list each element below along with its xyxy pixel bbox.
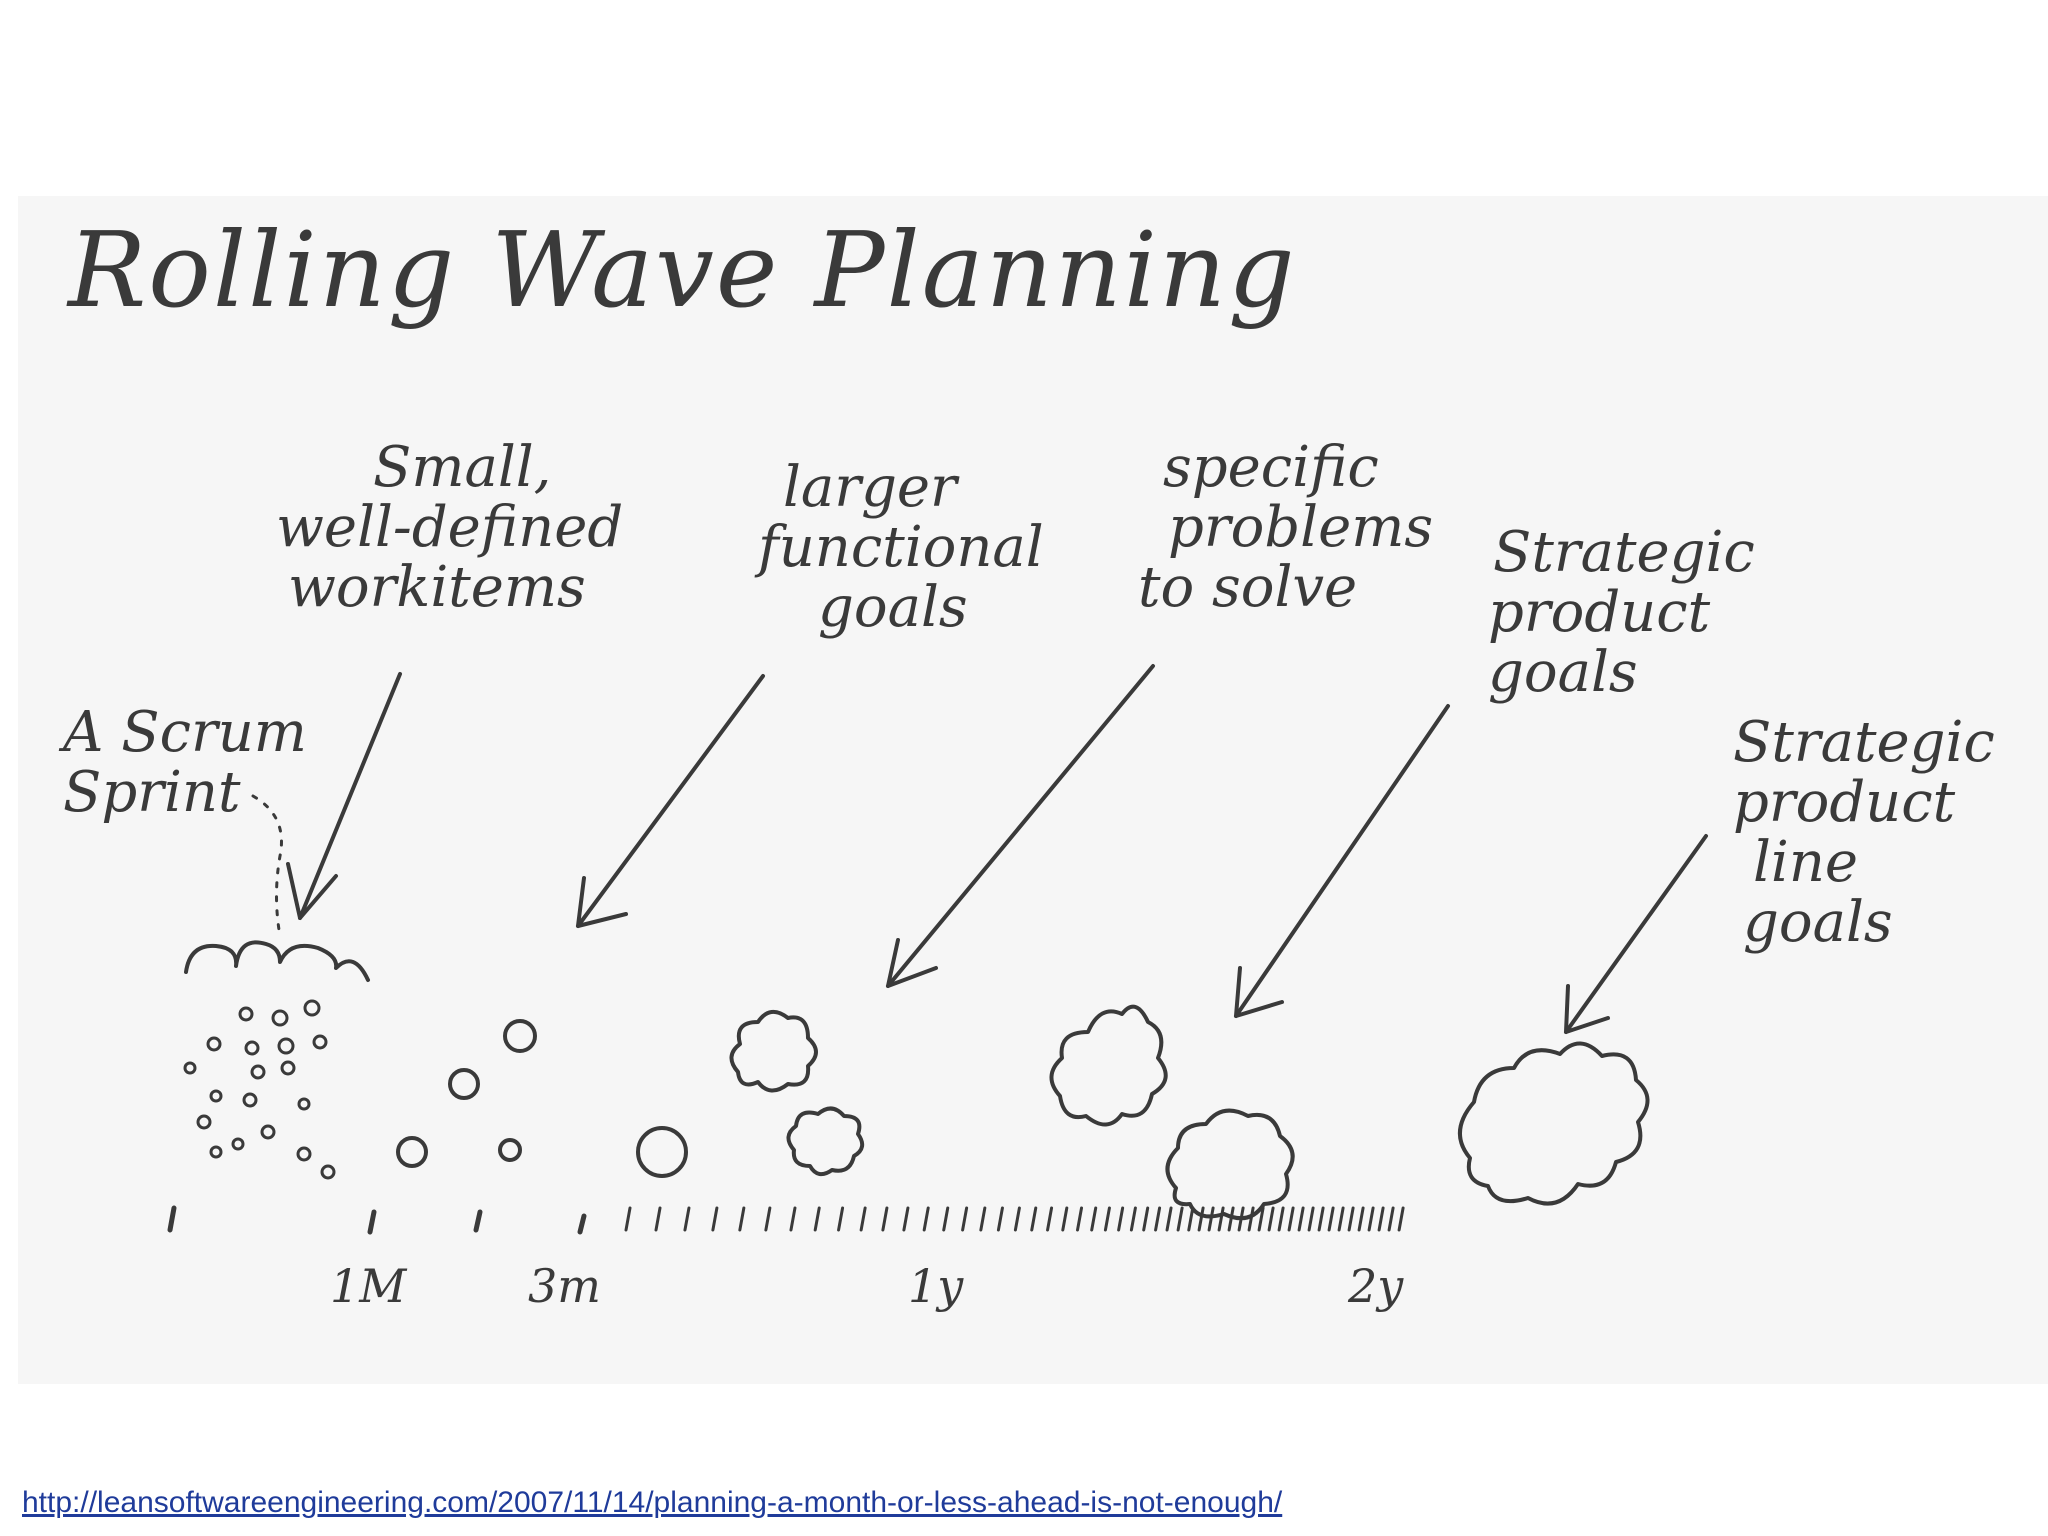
label-functional-goals: larger functional goals	[754, 455, 1062, 640]
timeline-tick	[1046, 1206, 1054, 1232]
timeline-tick	[624, 1206, 632, 1232]
timeline-tick	[1154, 1206, 1162, 1232]
timeline-tick	[1165, 1206, 1173, 1232]
timeline-tick	[1103, 1206, 1111, 1232]
timeline-tick	[942, 1206, 950, 1232]
small-items-group	[396, 1019, 537, 1168]
timeline-tick	[881, 1206, 889, 1232]
timeline-label-3m: 3m	[528, 1259, 601, 1313]
timeline-tick	[996, 1206, 1004, 1232]
timeline-tick	[1377, 1206, 1385, 1232]
timeline-tick	[1337, 1206, 1345, 1232]
timeline-tick	[1090, 1206, 1098, 1232]
timeline-tick	[1367, 1206, 1375, 1232]
timeline-tick	[1076, 1206, 1084, 1232]
product-line-blob	[1457, 1041, 1650, 1206]
timeline-tick	[1357, 1206, 1365, 1232]
timeline-tick	[1297, 1206, 1305, 1232]
timeline-label-1m: 1M	[330, 1259, 408, 1313]
arrow-small-workitems	[286, 672, 402, 920]
label-small-workitems: Small, well-defined workitems	[276, 435, 641, 620]
timeline-tick	[1397, 1206, 1405, 1232]
timeline-tick	[837, 1206, 845, 1232]
sketch-panel: Rolling Wave Planning Small, well-define…	[18, 196, 2048, 1384]
timeline-tick	[979, 1206, 987, 1232]
timeline-tick	[1061, 1206, 1069, 1232]
product-blob-2	[1165, 1108, 1295, 1221]
timeline-tick	[1307, 1206, 1315, 1232]
timeline-tick	[764, 1206, 772, 1232]
timeline-tick	[654, 1206, 662, 1232]
timeline-tick	[813, 1206, 821, 1232]
timeline-tick	[1187, 1206, 1195, 1232]
problem-blob-1	[729, 1010, 818, 1093]
arrow-product-line-goals	[1564, 834, 1708, 1034]
timeline-tick	[1257, 1206, 1265, 1232]
timeline-tick	[1387, 1206, 1395, 1232]
label-scrum-sprint: A Scrum Sprint	[58, 700, 325, 825]
timeline-tick	[1237, 1206, 1245, 1232]
timeline-label-2y: 2y	[1347, 1259, 1404, 1313]
timeline-tick	[711, 1206, 719, 1232]
product-blob-1	[1049, 1004, 1168, 1127]
rolling-wave-sketch: Rolling Wave Planning Small, well-define…	[58, 209, 2013, 1313]
timeline-tick	[1227, 1206, 1235, 1232]
arrow-specific-problems	[886, 664, 1155, 988]
timeline-tick	[1197, 1206, 1205, 1232]
timeline-tick	[1247, 1206, 1255, 1232]
sprint-workitems	[183, 999, 336, 1180]
functional-goal-item	[636, 1126, 688, 1178]
timeline-ticks	[167, 1205, 587, 1235]
timeline-tick	[1207, 1206, 1215, 1232]
timeline-tick	[859, 1206, 867, 1232]
timeline-tick	[961, 1206, 969, 1232]
timeline-tick	[683, 1206, 691, 1232]
problem-blob-2	[786, 1106, 865, 1177]
timeline-tick	[1142, 1206, 1150, 1232]
timeline-tick	[922, 1206, 930, 1232]
timeline-tick	[1267, 1206, 1275, 1232]
timeline-tick	[1287, 1206, 1295, 1232]
sprint-bracket	[184, 940, 370, 982]
timeline-tick	[902, 1206, 910, 1232]
label-product-goals: Strategic product goals	[1488, 520, 1773, 705]
arrow-functional-goals	[576, 674, 765, 928]
timeline-tick	[1117, 1206, 1125, 1232]
sprint-connector	[251, 794, 283, 938]
timeline-tick	[1327, 1206, 1335, 1232]
timeline-tick	[1317, 1206, 1325, 1232]
timeline-dense-ticks	[624, 1206, 1405, 1232]
source-link[interactable]: http://leansoftwareengineering.com/2007/…	[22, 1486, 1283, 1519]
arrow-product-goals	[1234, 704, 1450, 1018]
label-specific-problems: specific problems to solve	[1138, 435, 1451, 620]
timeline-tick	[1217, 1206, 1225, 1232]
timeline-tick	[1013, 1206, 1021, 1232]
timeline-tick	[789, 1206, 797, 1232]
timeline-label-1y: 1y	[908, 1259, 964, 1313]
label-product-line-goals: Strategic product line goals	[1733, 710, 2013, 955]
timeline-tick	[1347, 1206, 1355, 1232]
timeline-tick	[1129, 1206, 1137, 1232]
timeline-tick	[1176, 1206, 1184, 1232]
timeline-tick	[1277, 1206, 1285, 1232]
timeline-tick	[1030, 1206, 1038, 1232]
diagram-title: Rolling Wave Planning	[66, 209, 1297, 331]
timeline-tick	[738, 1206, 746, 1232]
